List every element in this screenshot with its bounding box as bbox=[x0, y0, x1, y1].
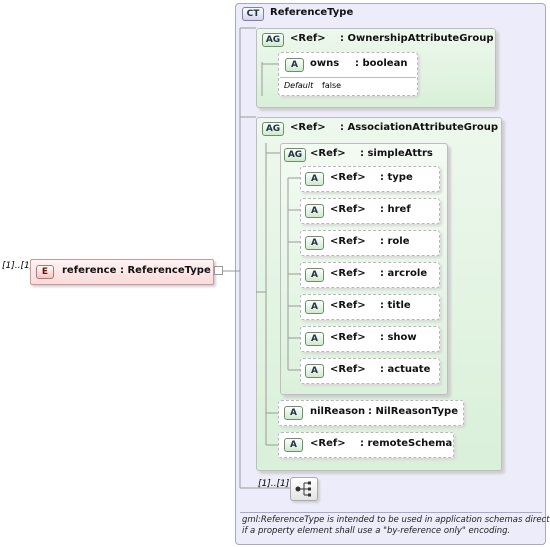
association-group-type: : AssociationAttributeGroup bbox=[340, 122, 499, 133]
simple-attr-type: : href bbox=[380, 204, 411, 215]
simple-attrs-badge: AG bbox=[284, 148, 306, 162]
element-cardinality: [1]..[1] bbox=[2, 261, 34, 271]
simple-attr-badge: A bbox=[305, 268, 324, 282]
simple-attr-ref: <Ref> bbox=[330, 332, 366, 343]
documentation-line-2: if a property element shall use a "by-re… bbox=[242, 526, 511, 536]
simple-attr-ref: <Ref> bbox=[330, 268, 366, 279]
ownership-group-type: : OwnershipAttributeGroup bbox=[340, 33, 494, 44]
simple-attr-type: : arcrole bbox=[380, 268, 428, 279]
complex-type-badge: CT bbox=[242, 7, 264, 21]
owns-attribute-divider bbox=[280, 77, 416, 78]
simple-attrs-ref: <Ref> bbox=[310, 148, 346, 159]
simple-attr-type: : show bbox=[380, 332, 417, 343]
association-group-ref: <Ref> bbox=[290, 122, 326, 133]
simple-attr-type: : actuate bbox=[380, 364, 431, 375]
simple-attr-ref: <Ref> bbox=[330, 364, 366, 375]
reference-element[interactable] bbox=[30, 259, 214, 285]
ownership-group-ref: <Ref> bbox=[290, 33, 326, 44]
owns-default-value: false bbox=[322, 81, 342, 90]
element-name: reference bbox=[62, 265, 117, 276]
simple-attr-ref: <Ref> bbox=[330, 172, 366, 183]
remote-schema-attribute[interactable] bbox=[278, 432, 454, 458]
simple-attr-ref: <Ref> bbox=[330, 236, 366, 247]
element-type: : ReferenceType bbox=[120, 265, 211, 276]
association-group-badge: AG bbox=[262, 122, 284, 136]
owns-attribute-type: : boolean bbox=[355, 58, 408, 69]
nil-reason-type: : NilReasonType bbox=[368, 406, 458, 417]
simple-attr-badge: A bbox=[305, 332, 324, 346]
nil-reason-badge: A bbox=[284, 406, 303, 420]
simple-attr-ref: <Ref> bbox=[330, 204, 366, 215]
simple-attr-type: : role bbox=[380, 236, 410, 247]
remote-schema-badge: A bbox=[284, 438, 303, 452]
simple-attr-type: : type bbox=[380, 172, 413, 183]
simple-attr-type: : title bbox=[380, 300, 411, 311]
nil-reason-attribute[interactable] bbox=[278, 400, 464, 426]
element-badge: E bbox=[36, 265, 54, 279]
nil-reason-name: nilReason bbox=[310, 406, 366, 417]
complex-type-name[interactable]: ReferenceType bbox=[270, 7, 354, 18]
remote-schema-type: : remoteSchema bbox=[360, 438, 453, 449]
simple-attrs-type: : simpleAttrs bbox=[360, 148, 433, 159]
documentation-divider bbox=[240, 512, 542, 513]
simple-attr-badge: A bbox=[305, 172, 324, 186]
simple-attr-ref: <Ref> bbox=[330, 300, 366, 311]
owns-default-label: Default bbox=[284, 81, 314, 90]
sequence-compositor[interactable] bbox=[290, 477, 318, 501]
owns-attribute-badge: A bbox=[285, 58, 304, 72]
documentation-line-1: gml:ReferenceType is intended to be used… bbox=[242, 515, 550, 525]
expand-toggle[interactable] bbox=[214, 266, 223, 275]
simple-attr-badge: A bbox=[305, 236, 324, 250]
remote-schema-ref: <Ref> bbox=[310, 438, 346, 449]
simple-attr-badge: A bbox=[305, 364, 324, 378]
owns-attribute-name: owns bbox=[310, 58, 340, 69]
sequence-cardinality: [1]..[1] bbox=[258, 479, 290, 489]
simple-attr-badge: A bbox=[305, 204, 324, 218]
sequence-icon bbox=[295, 481, 311, 497]
ownership-group-badge: AG bbox=[262, 33, 284, 47]
simple-attr-badge: A bbox=[305, 300, 324, 314]
